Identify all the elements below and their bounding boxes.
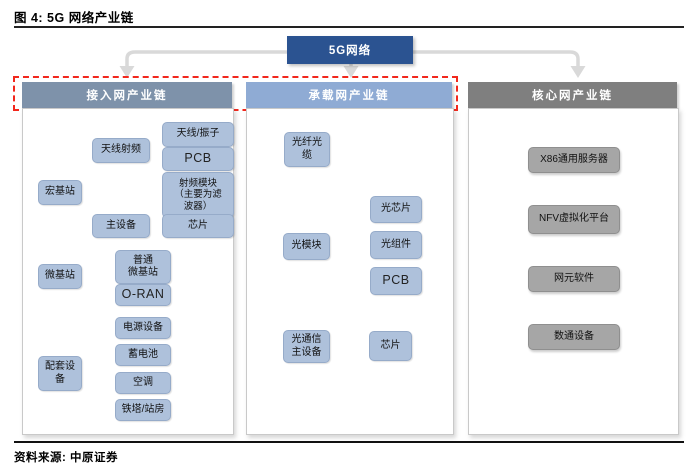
node-pcb-access: PCB [162,147,234,171]
node-battery: 蓄电池 [115,344,171,366]
access-chain-header: 接入网产业链 [22,82,232,108]
title-divider [14,26,684,28]
node-supporting-equipment: 配套设 备 [38,356,82,391]
node-air-conditioner: 空调 [115,372,171,394]
node-optical-chip: 光芯片 [370,196,422,223]
node-antenna-rf: 天线射频 [92,138,150,163]
node-optical-component: 光组件 [370,231,422,259]
node-oran: O-RAN [115,284,171,306]
node-optical-module: 光模块 [283,233,330,260]
node-network-element-software: 网元软件 [528,266,620,292]
root-node-5g-network: 5G网络 [287,36,413,64]
node-fiber-cable: 光纤光 缆 [284,132,330,167]
node-main-equipment: 主设备 [92,214,150,238]
node-normal-micro-station: 普通 微基站 [115,250,171,284]
node-pcb-bearer: PCB [370,267,422,295]
node-nfv-platform: NFV虚拟化平台 [528,205,620,234]
node-antenna-vibrator: 天线/振子 [162,122,234,147]
node-chip-bearer: 芯片 [369,331,412,361]
node-datacom-equipment: 数通设备 [528,324,620,350]
core-chain-header: 核心网产业链 [468,82,677,108]
highlight-frame [13,76,458,111]
node-x86-server: X86通用服务器 [528,147,620,173]
bearer-chain-header: 承载网产业链 [246,82,452,108]
source-divider [14,441,684,443]
node-chip-access: 芯片 [162,214,234,238]
node-tower-station: 铁塔/站房 [115,399,171,421]
node-optical-comm-equipment: 光通信 主设备 [283,330,330,363]
node-power-equipment: 电源设备 [115,317,171,339]
bearer-chain-panel [246,108,454,435]
node-rf-module: 射频模块 （主要为滤 波器） [162,172,234,218]
node-macro-base-station: 宏基站 [38,180,82,205]
figure-title: 图 4: 5G 网络产业链 [14,11,134,25]
node-micro-base-station: 微基站 [38,264,82,289]
source-text: 资料来源: 中原证券 [14,452,119,464]
